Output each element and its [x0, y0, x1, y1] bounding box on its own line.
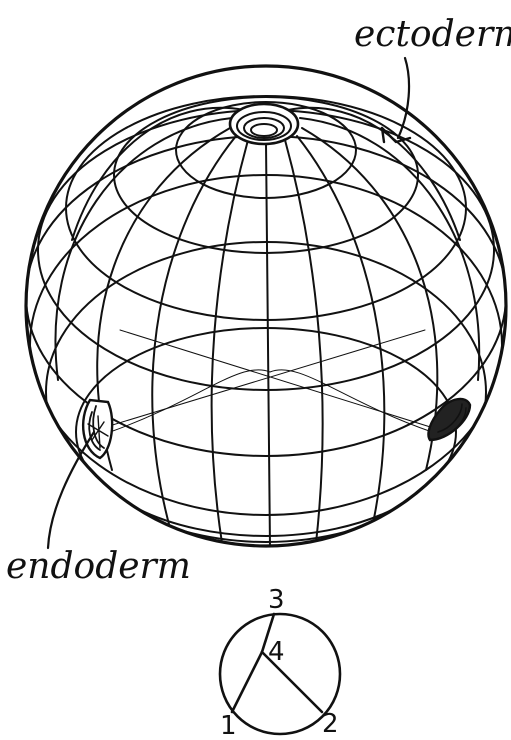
key-line-1-4	[232, 652, 262, 712]
endoderm-label: endoderm	[6, 546, 191, 587]
key-diagram: 1 2 3 4	[220, 585, 340, 740]
ectoderm-label: ectoderm	[354, 14, 511, 55]
key-label-3: 3	[268, 585, 285, 615]
top-pole-opening	[230, 104, 298, 144]
ectoderm-arrow	[398, 58, 409, 138]
endoderm-arrow	[48, 432, 94, 548]
sphere	[26, 66, 506, 548]
key-label-2: 2	[322, 709, 339, 739]
key-label-4: 4	[268, 637, 285, 667]
meridian-lines	[55, 108, 479, 548]
key-label-1: 1	[220, 711, 237, 740]
ectoderm-callout: ectoderm	[354, 14, 511, 138]
right-opening	[428, 399, 470, 440]
left-opening	[83, 400, 112, 458]
